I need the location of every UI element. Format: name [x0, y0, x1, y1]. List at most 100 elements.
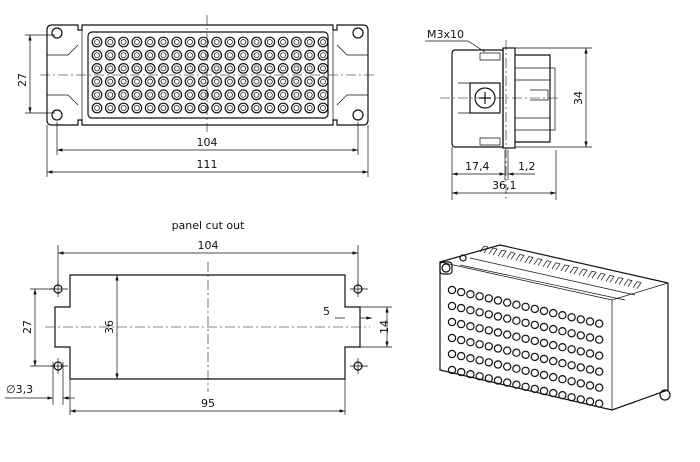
pin-contact	[503, 346, 512, 355]
pin-contact	[251, 49, 262, 61]
pin-contact	[539, 306, 549, 316]
pin-contact	[576, 331, 586, 340]
pin-contact	[131, 63, 143, 74]
pin-contact	[493, 328, 503, 337]
pin-contact	[475, 372, 484, 381]
pin-contact	[107, 91, 114, 98]
pin-contact	[277, 63, 289, 74]
rib	[515, 254, 525, 262]
pin-contact	[558, 327, 567, 336]
pin-contact	[484, 294, 493, 303]
pin-contact	[104, 89, 116, 101]
pin-contact	[558, 359, 567, 368]
pin-contact	[304, 102, 316, 114]
pin-contact	[94, 91, 100, 98]
pin-contact	[447, 349, 457, 359]
pin-contact	[293, 65, 300, 72]
pin-contact	[466, 322, 475, 331]
pin-contact	[539, 338, 549, 348]
rib	[596, 272, 606, 281]
dim-width-label: 111	[197, 158, 218, 171]
pin-contact	[147, 78, 154, 85]
pin-contact	[224, 89, 236, 101]
pin-contact	[567, 345, 576, 354]
pin-contact	[595, 351, 604, 360]
pin-contact	[197, 102, 209, 114]
pin-contact	[280, 105, 286, 111]
pin-contact	[512, 332, 521, 341]
pin-contact	[134, 52, 140, 59]
pin-contact	[530, 384, 540, 394]
pin-contact	[320, 78, 326, 85]
pin-contact	[549, 388, 558, 398]
pin-contact	[213, 65, 220, 72]
pin-contact	[549, 372, 558, 382]
pin-contact	[595, 383, 604, 392]
pin-contact	[539, 354, 549, 364]
pin-contact	[293, 105, 300, 111]
pin-contact	[94, 78, 100, 85]
pin-contact	[213, 78, 220, 85]
rib	[479, 245, 489, 254]
pin-contact	[227, 91, 233, 98]
pin-contact	[512, 380, 521, 389]
pin-contact	[595, 367, 604, 376]
pin-contact	[227, 78, 233, 85]
pin-contact	[558, 391, 567, 400]
pin-contact	[530, 304, 540, 314]
pin-contact	[227, 52, 233, 59]
pin-contact	[304, 63, 316, 74]
pin-contact	[266, 39, 273, 45]
dim-height-label: 36	[103, 320, 116, 334]
pin-contact	[493, 360, 503, 369]
pin-contact	[466, 338, 475, 347]
pin-contact	[253, 78, 260, 85]
pin-contact	[91, 63, 103, 74]
pin-contact	[197, 36, 209, 48]
pin-contact	[160, 39, 167, 45]
pin-contact	[320, 52, 326, 59]
pin-contact	[306, 78, 313, 85]
pin-contact	[94, 105, 100, 111]
pin-contact	[530, 368, 540, 378]
pin-contact	[521, 366, 530, 375]
pin-contact	[187, 39, 193, 45]
pin-contact	[237, 89, 249, 101]
pin-contact	[213, 105, 220, 111]
pin-contact	[200, 39, 207, 45]
pin-contact	[291, 89, 302, 101]
pin-contact	[521, 382, 530, 391]
pin-contact	[184, 102, 196, 114]
iso-pin-grid	[447, 285, 604, 408]
pin-contact	[253, 91, 260, 98]
pin-contact	[134, 105, 140, 111]
pin-contact	[173, 105, 180, 111]
pin-contact	[317, 76, 329, 87]
pin-contact	[144, 63, 156, 74]
pin-contact	[576, 379, 586, 388]
dim-hole-vertical-label: 27	[21, 320, 34, 334]
pin-contact	[484, 342, 493, 351]
pin-contact	[304, 89, 316, 101]
pin-contact	[585, 397, 595, 406]
pin-contact	[576, 395, 586, 404]
pin-contact	[549, 324, 558, 334]
pin-contact	[576, 315, 586, 324]
pin-contact	[576, 363, 586, 372]
pin-contact	[200, 91, 207, 98]
pin-contact	[91, 76, 103, 87]
pin-contact	[512, 348, 521, 357]
pin-contact	[317, 36, 329, 48]
pin-contact	[304, 76, 316, 87]
pin-contact	[585, 381, 595, 390]
pin-contact	[158, 76, 169, 87]
pin-contact	[306, 52, 313, 59]
pin-contact	[320, 91, 326, 98]
dim-hole-pitch-label: 104	[198, 239, 219, 252]
pin-contact	[503, 330, 512, 339]
pin-contact	[131, 49, 143, 61]
rib	[542, 260, 552, 268]
cutout-title: panel cut out	[172, 219, 246, 232]
pin-contact	[539, 322, 549, 332]
pin-contact	[484, 374, 493, 383]
